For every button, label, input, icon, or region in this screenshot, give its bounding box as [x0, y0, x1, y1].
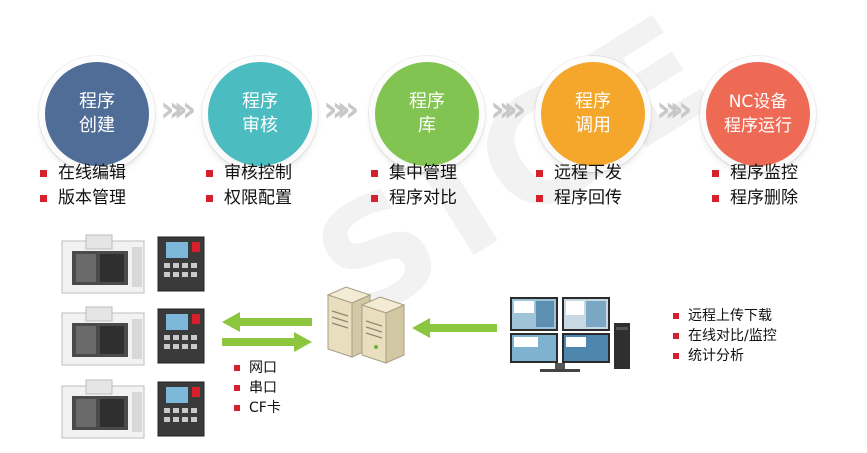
list-item: 在线编辑 — [38, 161, 126, 186]
chevron-right-icon: »» — [490, 89, 527, 130]
stage-circle-create: 程序 创建 — [45, 62, 149, 166]
arrow-right-icon — [222, 332, 312, 352]
list-item: 程序回传 — [534, 186, 622, 211]
list-item: 统计分析 — [672, 346, 777, 366]
stage-bullets-review: 审核控制 权限配置 — [204, 161, 292, 211]
workstation-icon — [510, 297, 630, 372]
cnc-machine-icon — [61, 379, 205, 439]
stage-label-line1: NC设备 — [728, 92, 788, 112]
arrow-left-icon — [412, 318, 497, 338]
list-item: 远程上传下载 — [672, 306, 777, 326]
chevron-right-icon: »» — [323, 89, 360, 130]
list-item: 权限配置 — [204, 186, 292, 211]
list-item: 在线对比/监控 — [672, 326, 777, 346]
stage-circle-run: NC设备 程序运行 — [706, 62, 810, 166]
list-item: 串口 — [233, 378, 281, 398]
stage-label-line1: 程序 — [79, 91, 115, 112]
arrow-left-icon — [222, 312, 312, 332]
stage-label-line2: 创建 — [79, 115, 115, 136]
list-item: 审核控制 — [204, 161, 292, 186]
list-item: 程序监控 — [710, 161, 798, 186]
stage-label-line1: 程序 — [575, 91, 611, 112]
pc-features-list: 远程上传下载 在线对比/监控 统计分析 — [672, 306, 777, 366]
list-item: 集中管理 — [369, 161, 457, 186]
stage-bullets-library: 集中管理 程序对比 — [369, 161, 457, 211]
chevron-right-icon: »» — [160, 89, 197, 130]
stage-bullets-run: 程序监控 程序删除 — [710, 161, 798, 211]
stage-bullets-call: 远程下发 程序回传 — [534, 161, 622, 211]
stage-circle-library: 程序 库 — [375, 62, 479, 166]
list-item: 程序删除 — [710, 186, 798, 211]
server-icon — [326, 286, 406, 364]
stage-label-line2: 审核 — [242, 115, 278, 136]
stage-label-line1: 程序 — [242, 91, 278, 112]
cnc-machine-icon — [61, 306, 205, 366]
stage-circle-call: 程序 调用 — [541, 62, 645, 166]
stage-label-line2: 调用 — [575, 115, 611, 136]
stage-label-line2: 库 — [418, 115, 436, 136]
stage-circle-review: 程序 审核 — [208, 62, 312, 166]
cnc-machine-icon — [61, 234, 205, 294]
chevron-right-icon: »» — [656, 89, 693, 130]
list-item: CF卡 — [233, 398, 281, 418]
list-item: 网口 — [233, 358, 281, 378]
list-item: 版本管理 — [38, 186, 126, 211]
connection-types-list: 网口 串口 CF卡 — [233, 358, 281, 418]
stage-label-line1: 程序 — [409, 91, 445, 112]
list-item: 程序对比 — [369, 186, 457, 211]
list-item: 远程下发 — [534, 161, 622, 186]
stage-bullets-create: 在线编辑 版本管理 — [38, 161, 126, 211]
stage-label-line2: 程序运行 — [724, 116, 792, 136]
